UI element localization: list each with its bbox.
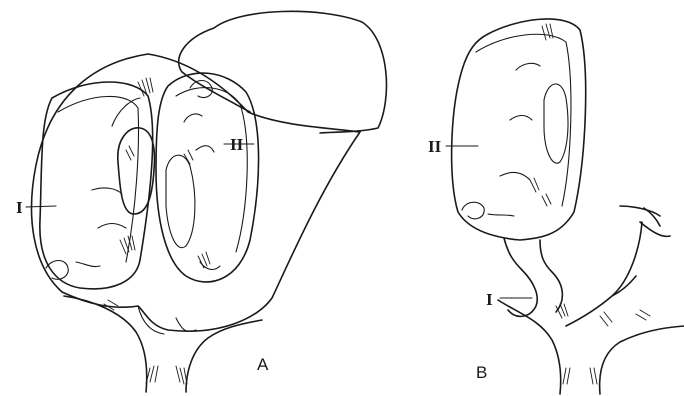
- panel-a-theca-right: [156, 73, 259, 282]
- panel-a-theca-right-marks: [184, 114, 220, 269]
- panel-a-theca-right-oval: [166, 155, 195, 248]
- panel-a-theca-left-curl: [46, 261, 100, 280]
- panel-b-oval: [544, 84, 568, 163]
- panel-a-label-i: I: [16, 198, 23, 217]
- panel-a-theca-right-inner: [176, 88, 247, 252]
- panel-a-leader-i: [26, 206, 56, 207]
- panel-a-outer-body: [32, 54, 360, 331]
- panel-b-inner-lobe: [476, 34, 571, 206]
- panel-b-marks: [500, 63, 540, 180]
- panel-a-hood: [179, 11, 387, 133]
- panel-a-caption: A: [257, 355, 269, 374]
- panel-b: II I B: [428, 19, 684, 394]
- panel-b-outer-body: [452, 19, 586, 240]
- panel-b-label-i: I: [486, 290, 493, 309]
- panel-b-hatching: [530, 24, 650, 384]
- panel-b-label-ii: II: [428, 137, 442, 156]
- panel-b-stem: [498, 208, 684, 394]
- panel-b-caption: B: [476, 363, 487, 382]
- panel-a-middle-lobe: [118, 128, 155, 214]
- panel-a-theca-left-inner: [58, 96, 139, 262]
- panel-a-label-ii: II: [230, 135, 244, 154]
- panel-a-stalk: [64, 296, 262, 392]
- panel-b-right-twig: [620, 206, 670, 236]
- panel-a: I II A: [16, 11, 386, 392]
- panel-a-theca-left-marks: [92, 98, 140, 228]
- panel-b-curl: [462, 202, 514, 219]
- panel-b-neck: [504, 238, 562, 316]
